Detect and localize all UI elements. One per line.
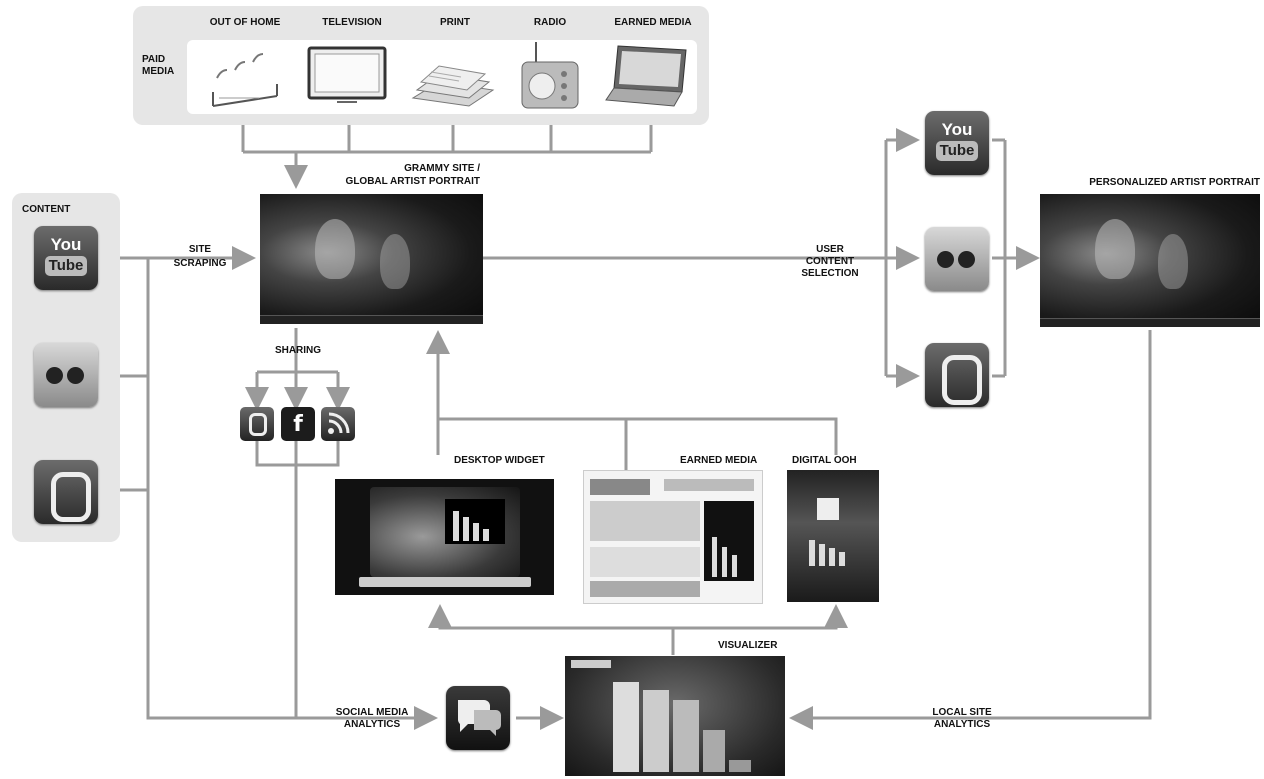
paid-media-label-2: MEDIA — [142, 66, 175, 77]
local-analytics-label-1: LOCAL SITE — [932, 707, 992, 718]
channel-print: PRINT — [440, 17, 470, 28]
content-label: CONTENT — [22, 204, 71, 215]
laptop-image — [605, 45, 687, 107]
print-image — [411, 65, 495, 107]
personalized-portrait-screenshot — [1040, 194, 1260, 327]
digital-ooh-screenshot — [787, 470, 879, 602]
visualizer-label: VISUALIZER — [718, 640, 778, 651]
sharing-facebook-icon: f — [281, 407, 315, 441]
grammy-site-screenshot — [260, 194, 483, 324]
user-flickr-icon — [925, 227, 989, 291]
site-scraping-label-2: SCRAPING — [173, 258, 227, 269]
content-twitter-icon — [34, 460, 98, 524]
desktop-widget-label: DESKTOP WIDGET — [454, 455, 545, 466]
out-of-home-image — [212, 53, 278, 107]
channel-radio: RADIO — [533, 17, 567, 28]
content-flickr-icon — [34, 343, 98, 407]
site-scraping-label-1: SITE — [188, 244, 212, 255]
television-image — [307, 46, 387, 103]
sharing-label: SHARING — [274, 345, 322, 356]
comments-icon — [446, 686, 510, 750]
social-analytics-label-1: SOCIAL MEDIA — [335, 707, 409, 718]
visualizer-screenshot — [565, 656, 785, 776]
grammy-site-label-1: GRAMMY SITE / — [404, 163, 480, 174]
channel-out-of-home: OUT OF HOME — [209, 17, 281, 28]
personalized-portrait-label: PERSONALIZED ARTIST PORTRAIT — [1089, 177, 1260, 188]
sharing-twitter-icon — [240, 407, 274, 441]
user-content-label-3: SELECTION — [801, 268, 859, 279]
user-youtube-icon: You Tube — [925, 111, 989, 175]
earned-media-screenshot — [583, 470, 763, 604]
content-youtube-icon: You Tube — [34, 226, 98, 290]
local-analytics-label-2: ANALYTICS — [933, 719, 991, 730]
digital-ooh-label: DIGITAL OOH — [792, 455, 857, 466]
grammy-site-label-2: GLOBAL ARTIST PORTRAIT — [345, 176, 480, 187]
user-content-label-1: USER — [816, 244, 844, 255]
channel-earned-media: EARNED MEDIA — [614, 17, 692, 28]
social-analytics-label-2: ANALYTICS — [343, 719, 401, 730]
user-twitter-icon — [925, 343, 989, 407]
paid-media-label-1: PAID — [142, 54, 166, 65]
channel-television: TELEVISION — [322, 17, 382, 28]
desktop-widget-screenshot — [335, 479, 554, 595]
user-content-label-2: CONTENT — [805, 256, 855, 267]
radio-image — [521, 42, 579, 109]
sharing-rss-icon — [321, 407, 355, 441]
earned-media-label: EARNED MEDIA — [680, 455, 758, 466]
